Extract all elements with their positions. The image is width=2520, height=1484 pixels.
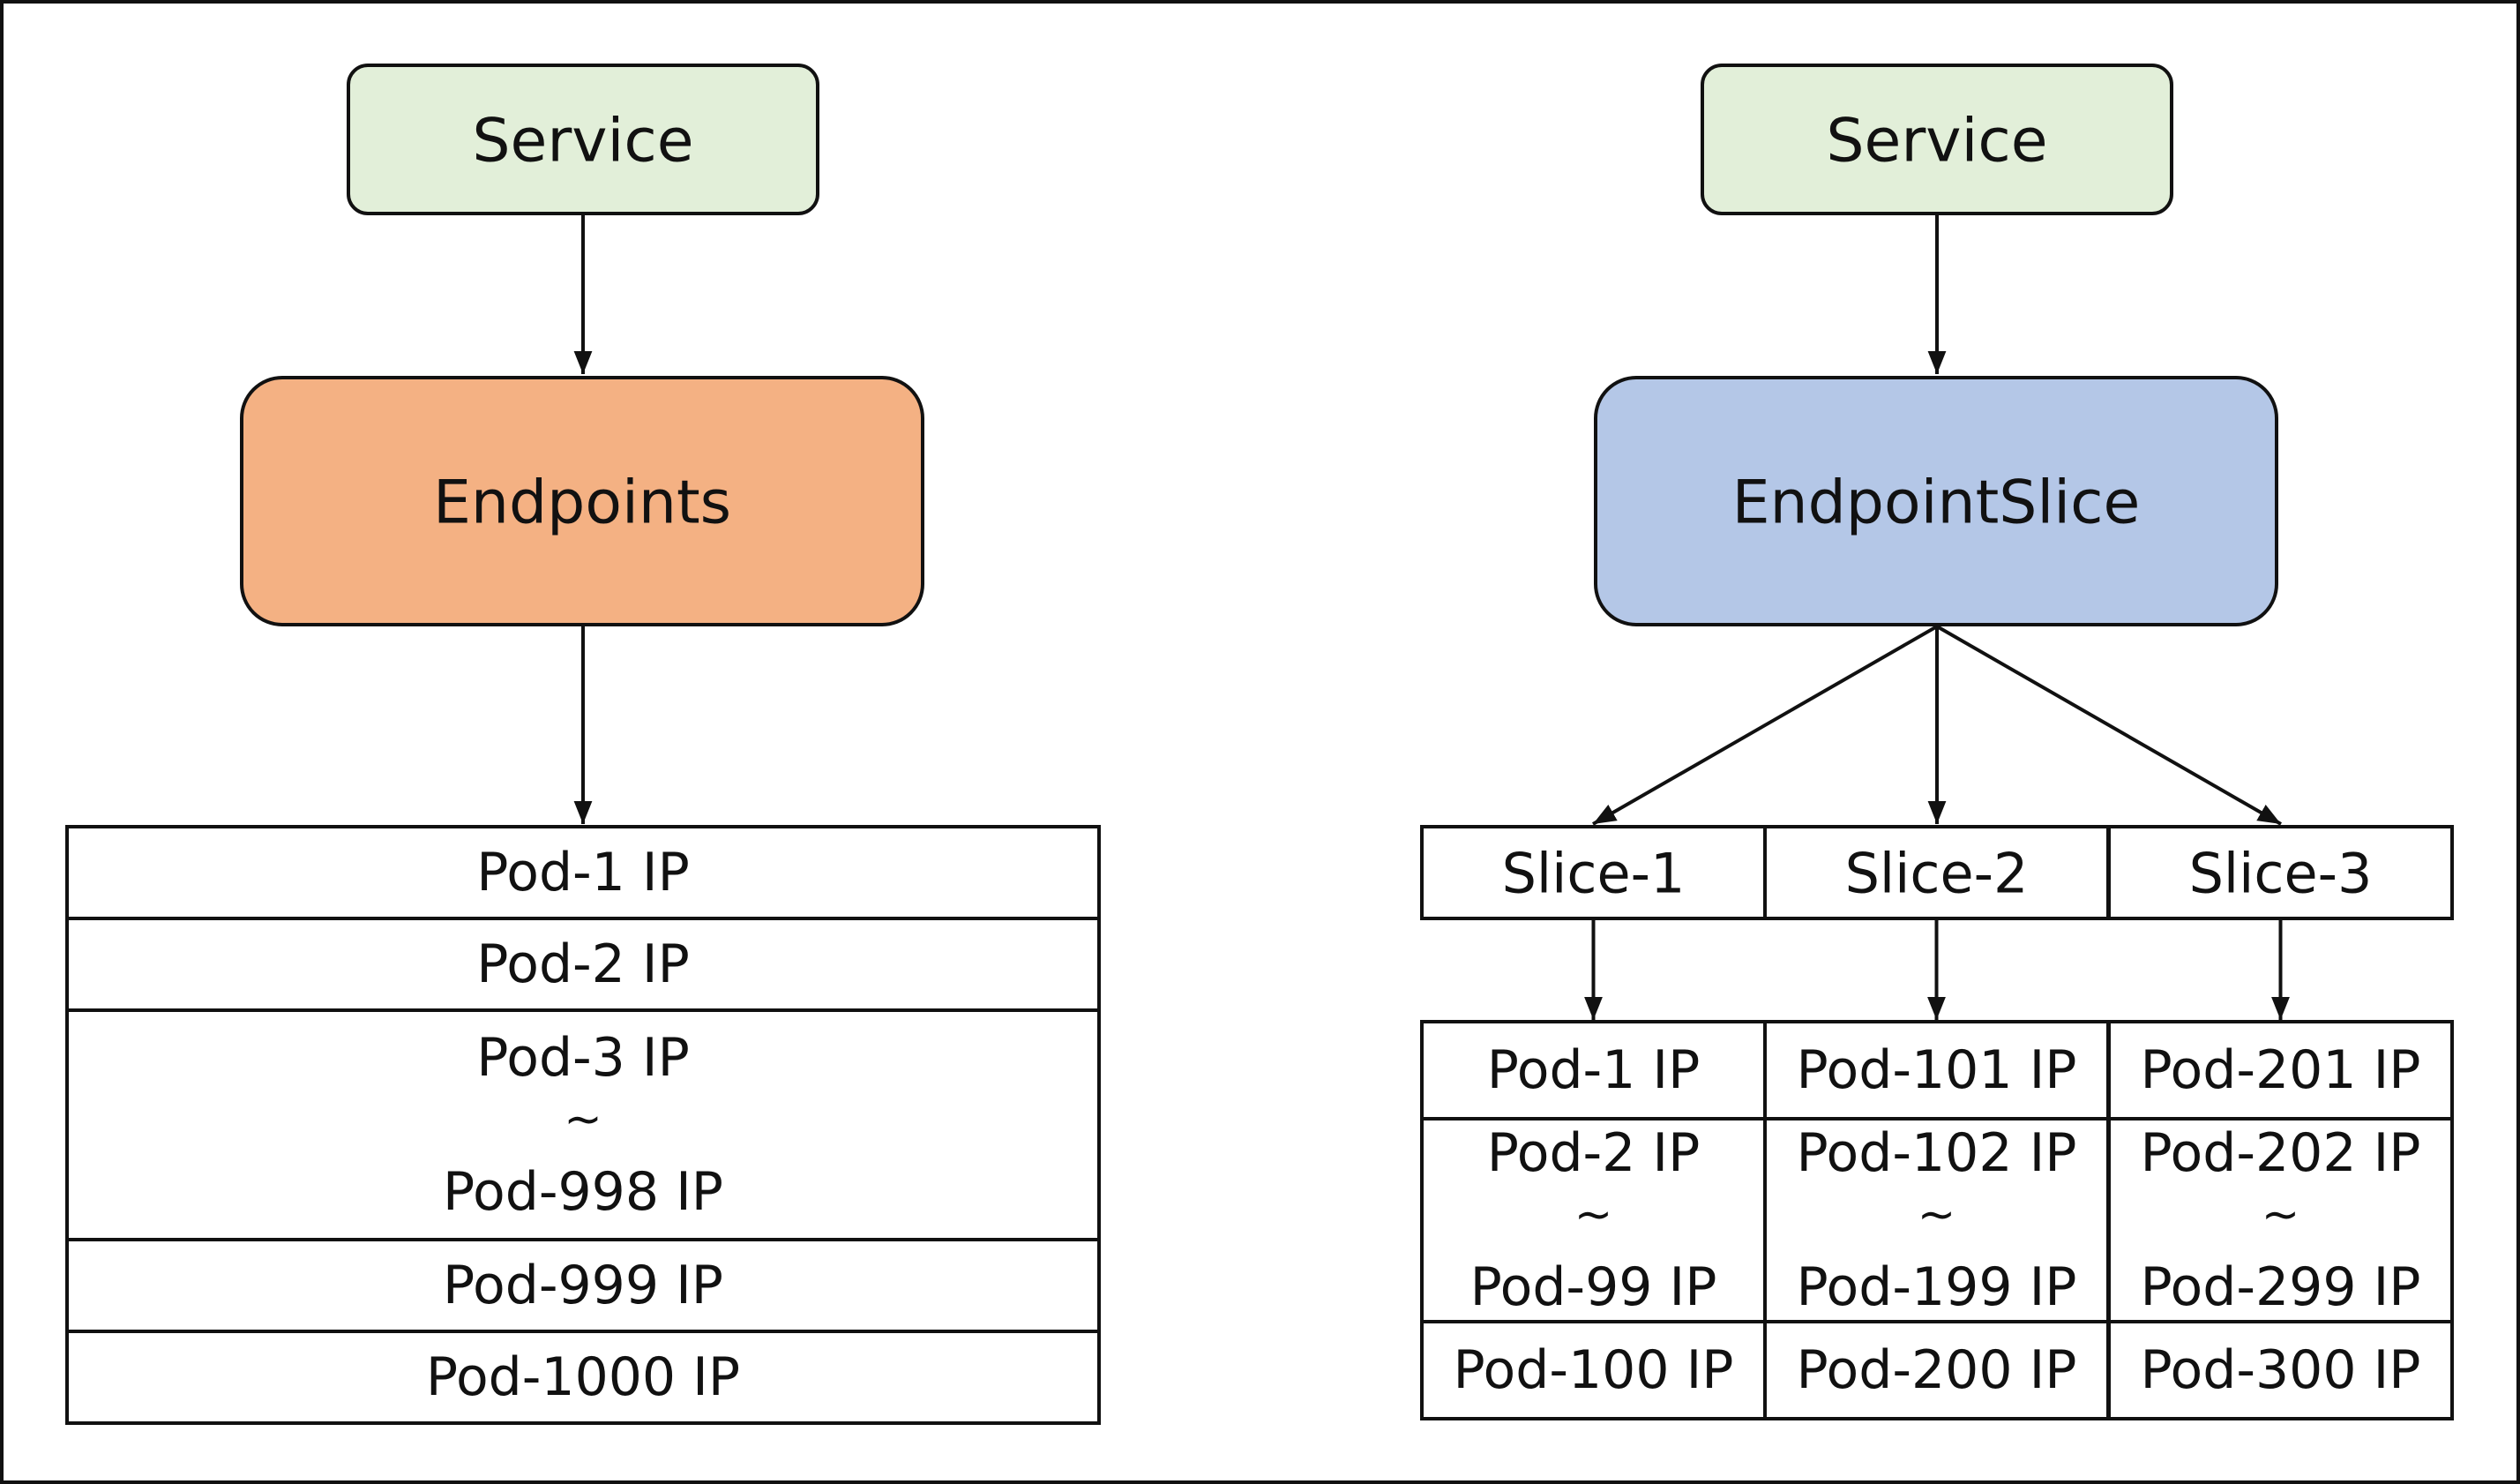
endpointslice-to-slice-3-arrow [1936, 625, 2282, 826]
pod-ip-label: Pod-2 IP [1487, 1122, 1701, 1184]
pod-ip-label: Pod-300 IP [2141, 1339, 2421, 1401]
slice-1-label: Slice-1 [1502, 842, 1686, 906]
pod-ip-label: Pod-100 IP [1454, 1339, 1734, 1401]
endpoints-pod-row: Pod-1000 IP [65, 1330, 1101, 1425]
range-tilde: ~ [1918, 1188, 1956, 1241]
pod-ip-label: Pod-1 IP [1487, 1039, 1701, 1101]
pod-ip-label: Pod-1000 IP [426, 1346, 740, 1408]
slice-2-label: Slice-2 [1845, 842, 2029, 906]
slice-1-node: Slice-1 [1420, 825, 1767, 920]
slice-1-pod-row: Pod-100 IP [1420, 1320, 1767, 1420]
pod-ip-label: Pod-998 IP [443, 1161, 723, 1223]
left-diagram: Service Endpoints Pod-1 IP Pod-2 IP Pod-3 … [65, 64, 1101, 1425]
pod-ip-label: Pod-999 IP [443, 1255, 723, 1316]
slice-3-node: Slice-3 [2107, 825, 2454, 920]
endpointslice-to-slice-1-arrow [1592, 625, 1938, 826]
slice-3-label: Slice-3 [2189, 842, 2373, 906]
pod-ip-label: Pod-202 IP [2141, 1122, 2421, 1184]
slice-2-pod-row: Pod-200 IP [1763, 1320, 2110, 1420]
right-service-node: Service [1701, 64, 2173, 215]
slice-2-pod-row: Pod-101 IP [1763, 1020, 2110, 1120]
pod-ip-label: Pod-1 IP [476, 842, 690, 903]
left-service-label: Service [472, 107, 693, 176]
pod-ip-label: Pod-200 IP [1797, 1339, 2077, 1401]
range-tilde: ~ [2262, 1188, 2300, 1241]
pod-ip-label: Pod-199 IP [1797, 1256, 2077, 1318]
range-tilde: ~ [564, 1093, 602, 1146]
pod-ip-label: Pod-2 IP [476, 933, 690, 995]
pod-ip-label: Pod-99 IP [1470, 1256, 1717, 1318]
endpoints-pod-row: Pod-3 IP~ Pod-998 IP [65, 1008, 1101, 1241]
left-service-node: Service [347, 64, 819, 215]
slice-2-node: Slice-2 [1763, 825, 2110, 920]
slice-2-pod-row: Pod-102 IP~ Pod-199 IP [1763, 1117, 2110, 1323]
endpointslice-label: EndpointSlice [1732, 468, 2141, 538]
endpoints-node: Endpoints [240, 376, 924, 626]
endpoints-pod-row: Pod-2 IP [65, 917, 1101, 1012]
endpoints-pod-row: Pod-999 IP [65, 1238, 1101, 1333]
pod-ip-label: Pod-299 IP [2141, 1256, 2421, 1318]
pod-ip-label: Pod-201 IP [2141, 1039, 2421, 1101]
pod-ip-label: Pod-101 IP [1797, 1039, 2077, 1101]
endpointslice-node: EndpointSlice [1594, 376, 2278, 626]
pod-ip-label: Pod-3 IP [476, 1027, 690, 1089]
endpoints-label: Endpoints [433, 468, 731, 538]
range-tilde: ~ [1574, 1188, 1613, 1241]
slice-3-pod-row: Pod-202 IP~ Pod-299 IP [2107, 1117, 2454, 1323]
slice-3-pod-row: Pod-300 IP [2107, 1320, 2454, 1420]
slice-3-pod-row: Pod-201 IP [2107, 1020, 2454, 1120]
endpoints-pod-ip-list: Pod-1 IP Pod-2 IP Pod-3 IP~ Pod-998 IP Pod-9… [65, 825, 1101, 1425]
slice-1-pod-row: Pod-2 IP~ Pod-99 IP [1420, 1117, 1767, 1323]
right-service-label: Service [1826, 107, 2047, 176]
slice-1-pod-row: Pod-1 IP [1420, 1020, 1767, 1120]
endpoints-pod-row: Pod-1 IP [65, 825, 1101, 920]
pod-ip-label: Pod-102 IP [1797, 1122, 2077, 1184]
